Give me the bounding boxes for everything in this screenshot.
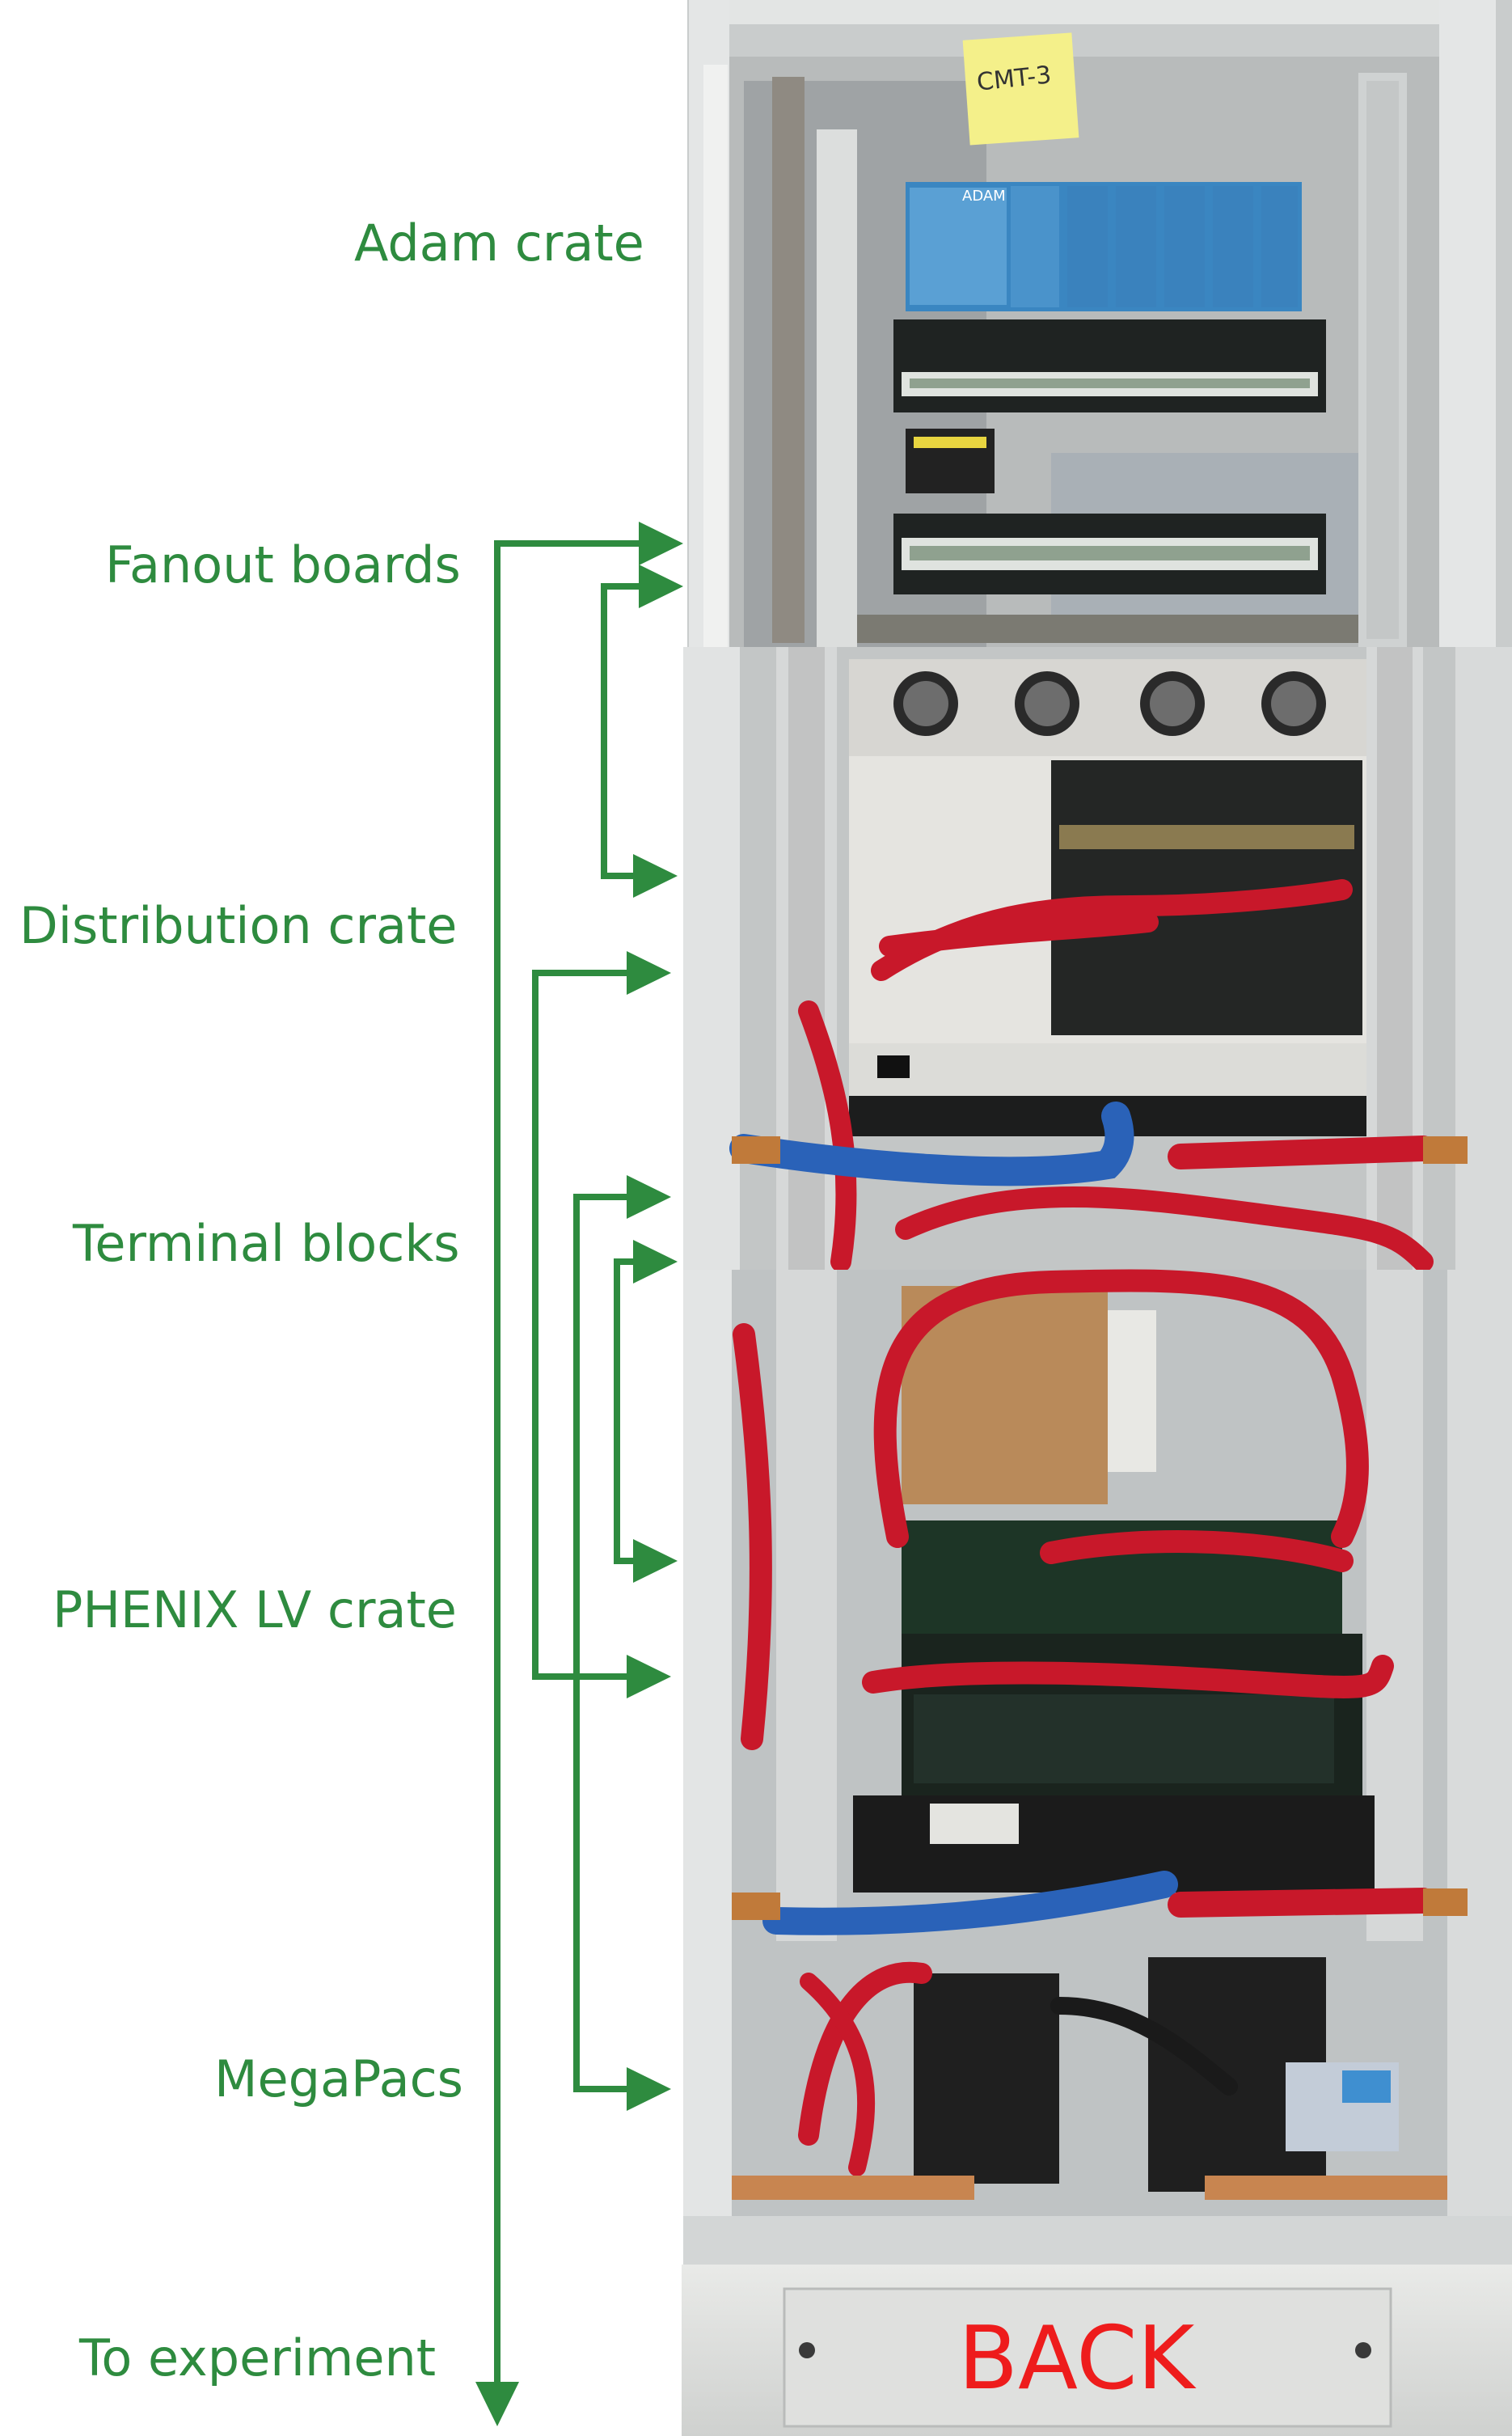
adam-crate: ADAM xyxy=(906,182,1302,311)
arrow-terminal-to-phenix xyxy=(614,1258,635,1564)
arrow-fanout-to-experiment xyxy=(494,540,639,2398)
fanout-boards xyxy=(893,319,1326,594)
coolant-hoses xyxy=(729,1102,1468,1186)
rack-base xyxy=(682,2265,1512,2436)
label-to-experiment: To experiment xyxy=(79,2328,437,2387)
arrowhead-phenix-lower xyxy=(627,1655,671,1698)
arrowhead-fanout-top xyxy=(639,522,683,565)
label-phenix-lv-crate: PHENIX LV crate xyxy=(53,1580,457,1639)
sticky-note xyxy=(962,32,1079,146)
arrowhead-distribution-top xyxy=(633,854,678,898)
red-cables-lower xyxy=(733,1269,1394,1750)
adam-logo-text: ADAM xyxy=(962,188,1006,205)
megapacs xyxy=(914,1957,1399,2192)
photo-section-bottom xyxy=(683,1269,1512,2281)
arrowhead-megapacs xyxy=(627,2067,671,2111)
label-adam-crate: Adam crate xyxy=(354,214,644,273)
label-fanout-boards: Fanout boards xyxy=(105,535,461,594)
megapac-cables xyxy=(798,1961,1238,2176)
arrow-terminal-to-megapacs xyxy=(573,1194,631,2092)
rack-back-label: BACK xyxy=(958,2308,1195,2409)
label-megapacs: MegaPacs xyxy=(214,2049,463,2108)
arrowhead-distribution-in xyxy=(627,951,671,995)
arrowhead-fanout-lower xyxy=(639,565,683,608)
arrow-fanout-to-distribution xyxy=(601,583,639,879)
arrow-distribution-to-phenix xyxy=(532,970,631,1680)
arrowhead-to-experiment xyxy=(475,2382,519,2426)
arrowhead-phenix-upper xyxy=(633,1539,678,1583)
arrowhead-terminal-in xyxy=(627,1175,671,1219)
label-distribution-crate: Distribution crate xyxy=(19,896,458,955)
photo-section-middle xyxy=(683,647,1512,1272)
red-cables-upper xyxy=(798,879,1434,1272)
label-terminal-blocks: Terminal blocks xyxy=(73,1214,460,1273)
photo-section-top: ADAM xyxy=(687,0,1512,647)
coolant-hoses-lower xyxy=(732,1871,1468,1935)
arrowhead-terminal-second xyxy=(633,1240,678,1284)
